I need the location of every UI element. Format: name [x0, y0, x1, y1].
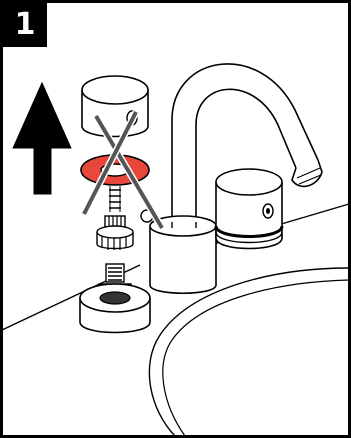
right-handle	[216, 169, 282, 249]
step-number-badge: 1	[3, 3, 47, 47]
removed-handle	[82, 76, 148, 137]
valve-base	[80, 264, 150, 333]
retaining-screw	[109, 186, 121, 212]
faucet-base	[141, 210, 216, 293]
up-arrow-icon	[10, 78, 74, 196]
adapter-fitting	[97, 216, 133, 250]
basin-inner	[163, 280, 349, 436]
